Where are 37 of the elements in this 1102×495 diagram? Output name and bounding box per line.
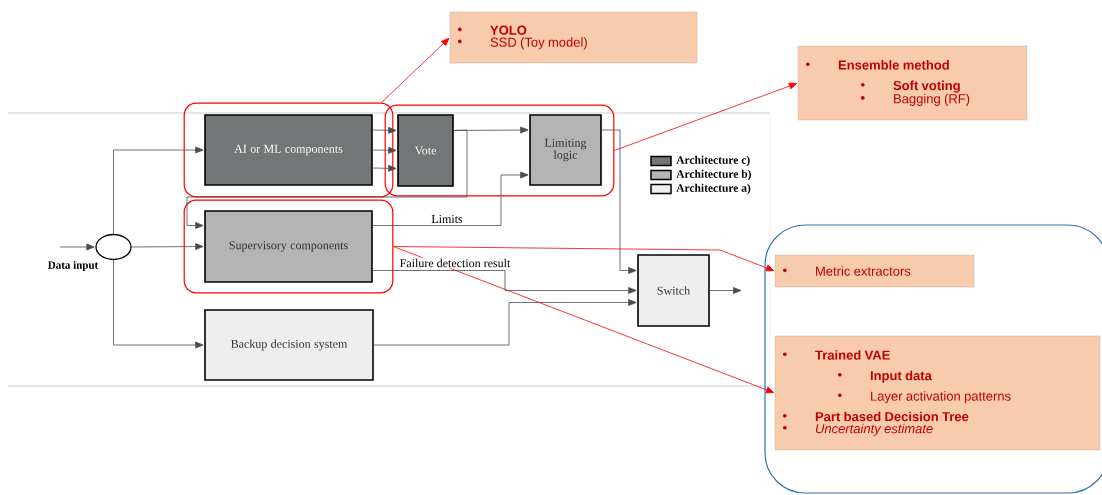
arrow: [614, 82, 798, 151]
arrow: [709, 287, 742, 294]
arrow: [372, 171, 529, 226]
junction-ellipse: [95, 233, 132, 261]
edge-label: Failure detection result: [398, 257, 512, 269]
edge-label: Limits: [430, 213, 464, 225]
note-box: Metric extractors: [774, 254, 975, 288]
arrow: [113, 259, 204, 349]
highlight-frame: [183, 199, 394, 294]
arrow: [373, 299, 637, 346]
process-box: Vote: [397, 114, 454, 187]
process-box: Backup decision system: [204, 309, 374, 381]
input-label: Data input: [47, 261, 99, 271]
legend-label: Architecture b): [676, 169, 751, 181]
legend-label: Architecture c): [676, 155, 750, 167]
arrow: [372, 126, 397, 134]
process-box: Switch: [637, 254, 710, 327]
arrow: [381, 37, 450, 103]
arrow: [601, 129, 637, 274]
process-box: Limiting logic: [529, 114, 602, 186]
arrow: [372, 146, 397, 154]
arrow: [372, 164, 397, 172]
arrow: [393, 246, 775, 394]
process-box: Supervisory components: [204, 210, 373, 283]
note-box: YOLO SSD (Toy model): [449, 11, 698, 64]
arrow: [59, 243, 95, 251]
arrow: [186, 129, 468, 229]
note-box: Ensemble method Soft voting Bagging (RF): [797, 45, 1028, 121]
arrow: [113, 146, 204, 235]
arrow: [372, 270, 637, 294]
highlight-frame: [384, 104, 615, 197]
group-frame: [764, 224, 1102, 494]
process-box: AI or ML components: [204, 114, 373, 186]
arrow: [131, 243, 204, 250]
note-box: Trained VAE Input data Layer activation patterns Part based Decision Tree Uncertainty estimate: [774, 335, 1101, 451]
legend-label: Architecture a): [676, 183, 751, 195]
arrow: [393, 246, 775, 272]
